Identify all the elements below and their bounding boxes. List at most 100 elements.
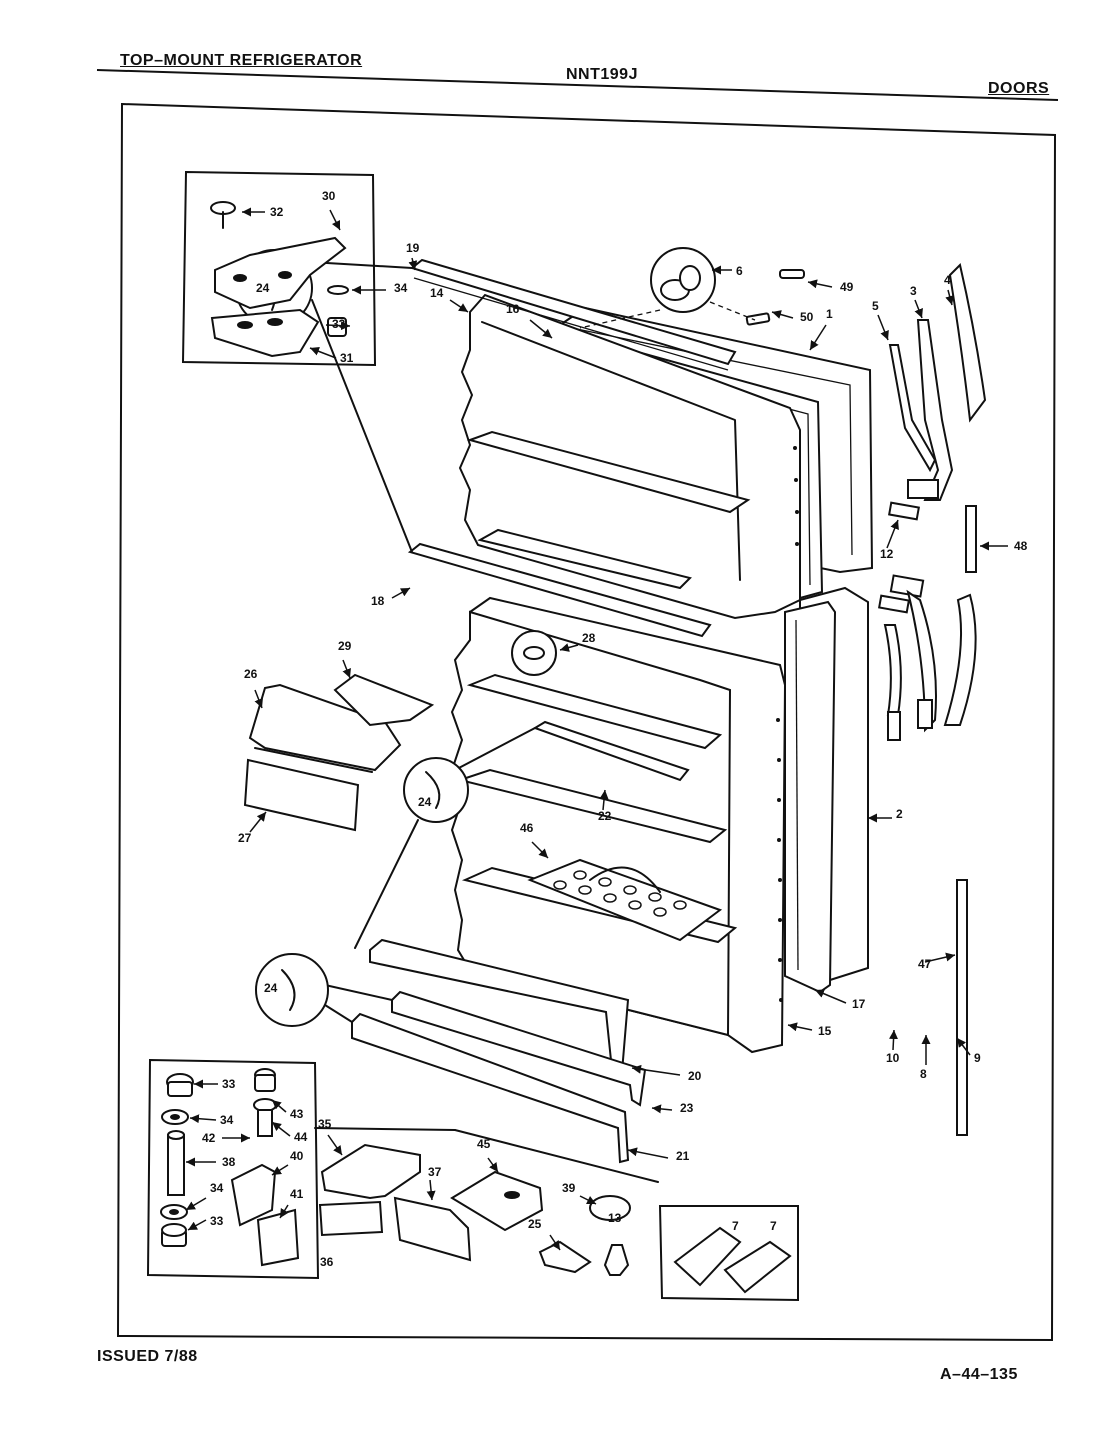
leader-31 — [309, 347, 337, 359]
leader-12 — [886, 519, 899, 549]
leader-47 — [924, 952, 956, 963]
leader-4 — [945, 289, 955, 306]
leader-50 — [771, 310, 794, 319]
callout-44: 44 — [294, 1130, 308, 1144]
bottom-hinge-parts — [318, 1143, 799, 1302]
leader-33-3 — [187, 1219, 207, 1231]
callout-35: 35 — [318, 1117, 332, 1131]
callout-38: 38 — [222, 1155, 236, 1169]
callout-8: 8 — [920, 1067, 927, 1081]
callout-33-2: 33 — [222, 1077, 236, 1091]
page-code: A–44–135 — [940, 1366, 1018, 1383]
callout-leaders — [185, 207, 1008, 1251]
leader-21 — [627, 1147, 669, 1159]
leader-14 — [449, 299, 469, 313]
handles-trim — [579, 247, 987, 1136]
leader-10 — [889, 1029, 899, 1051]
callout-12: 12 — [880, 547, 894, 561]
leader-27 — [249, 811, 267, 833]
callout-26: 26 — [244, 667, 258, 681]
callout-39: 39 — [562, 1181, 576, 1195]
header-rule — [96, 69, 1059, 101]
leader-25 — [549, 1234, 561, 1251]
callout-50: 50 — [800, 310, 814, 324]
leader-26 — [254, 689, 263, 709]
leader-1 — [809, 324, 827, 351]
leader-46 — [531, 841, 549, 859]
leader-40 — [271, 1164, 289, 1176]
leader-41 — [279, 1204, 289, 1219]
freezer-door — [407, 258, 874, 638]
callout-37: 37 — [428, 1165, 442, 1179]
leader-17 — [814, 989, 847, 1004]
callout-23: 23 — [680, 1101, 694, 1115]
callout-47: 47 — [918, 957, 932, 971]
callout-24-2: 24 — [418, 795, 432, 809]
callout-25: 25 — [528, 1217, 542, 1231]
callout-32: 32 — [270, 205, 284, 219]
leader-29 — [342, 659, 351, 679]
accessory-parts — [243, 673, 435, 832]
leader-5 — [877, 314, 889, 341]
callout-18: 18 — [371, 594, 385, 608]
leader-3 — [914, 299, 923, 319]
leader-39 — [579, 1195, 597, 1205]
leader-20 — [631, 1064, 681, 1076]
lower-hinge-inset — [146, 1058, 659, 1280]
callout-3: 3 — [910, 284, 917, 298]
leader-16 — [529, 319, 553, 339]
upper-hinge-inset — [181, 170, 377, 367]
callout-40: 40 — [290, 1149, 304, 1163]
callout-45: 45 — [477, 1137, 491, 1151]
callout-30: 30 — [322, 189, 336, 203]
leader-34-3 — [185, 1197, 207, 1211]
callout-31: 31 — [340, 351, 354, 365]
leader-43 — [271, 1099, 287, 1113]
leader-34-2 — [189, 1114, 217, 1124]
callout-43: 43 — [290, 1107, 304, 1121]
diagram-title: TOP–MOUNT REFRIGERATOR — [120, 52, 363, 69]
issue-date: ISSUED 7/88 — [97, 1348, 198, 1365]
callout-33: 33 — [332, 317, 346, 331]
callout-46: 46 — [520, 821, 534, 835]
callout-14: 14 — [430, 286, 444, 300]
diagram-frame — [116, 102, 1057, 1342]
leader-37 — [426, 1179, 436, 1201]
leader-49 — [807, 279, 833, 289]
callout-16: 16 — [506, 302, 520, 316]
callout-17: 17 — [852, 997, 866, 1011]
leader-35 — [327, 1134, 343, 1156]
callout-49: 49 — [840, 280, 854, 294]
callout-4: 4 — [944, 273, 951, 287]
leader-30 — [329, 209, 341, 231]
leader-23 — [651, 1104, 673, 1114]
section-title: DOORS — [988, 80, 1050, 97]
callout-2: 2 — [896, 807, 903, 821]
callout-5: 5 — [872, 299, 879, 313]
leader-33 — [325, 321, 351, 331]
callout-29: 29 — [338, 639, 352, 653]
leader-45 — [487, 1157, 499, 1173]
callout-1: 1 — [826, 307, 833, 321]
leader-9 — [956, 1037, 971, 1056]
callout-13: 13 — [608, 1211, 622, 1225]
callout-7-2: 7 — [770, 1219, 777, 1233]
callout-34-3: 34 — [210, 1181, 224, 1195]
callout-33-3: 33 — [210, 1214, 224, 1228]
callout-6: 6 — [736, 264, 743, 278]
callout-36: 36 — [320, 1255, 334, 1269]
callout-27: 27 — [238, 831, 252, 845]
callout-10: 10 — [886, 1051, 900, 1065]
callout-24: 24 — [256, 281, 270, 295]
callout-48: 48 — [1014, 539, 1028, 553]
callout-34-2: 34 — [220, 1113, 234, 1127]
leader-15 — [787, 1022, 813, 1032]
callout-21: 21 — [676, 1149, 690, 1163]
leader-19 — [408, 257, 418, 271]
leader-44 — [271, 1121, 291, 1137]
leader-18 — [391, 587, 411, 599]
callout-28: 28 — [582, 631, 596, 645]
leader-22 — [599, 789, 609, 811]
